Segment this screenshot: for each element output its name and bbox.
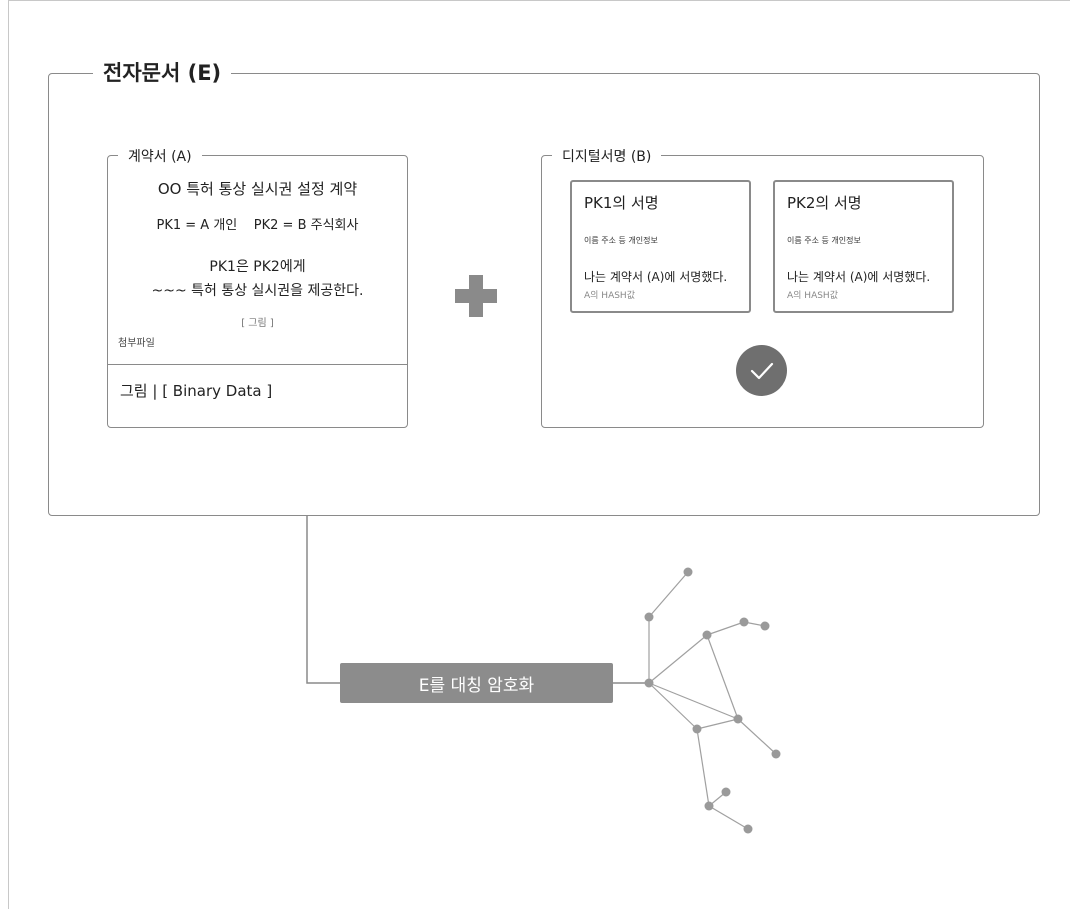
network-nodes [644, 567, 781, 834]
electronic-document-title: 전자문서 (E) [93, 57, 232, 87]
network-graph-icon [648, 571, 777, 830]
signature-title: PK1의 서명 [584, 194, 659, 212]
contract-clause-line1: PK1은 PK2에게 [209, 259, 306, 275]
figure-placeholder: [ 그림 ] [241, 318, 274, 329]
signature-info: 이름 주소 등 개인정보 [787, 236, 861, 245]
plus-icon [455, 275, 497, 317]
signature-card-pk2: PK2의 서명 이름 주소 등 개인정보 나는 계약서 (A)에 서명했다. A… [773, 180, 954, 313]
contract-divider [108, 364, 407, 365]
attachment-label: 첨부파일 [118, 338, 155, 349]
contract-legend: 계약서 (A) [118, 146, 202, 166]
contract-clause-line2: ~~~ 특허 통상 실시권을 제공한다. [151, 283, 364, 299]
digital-signature-box: 디지털서명 (B) PK1의 서명 이름 주소 등 개인정보 나는 계약서 (A… [541, 146, 984, 428]
symmetric-encryption-label: E를 대칭 암호화 [340, 663, 613, 703]
electronic-document-box: 전자문서 (E) [48, 57, 1040, 516]
contract-parties: PK1 = A 개인 PK2 = B 주식회사 [156, 218, 359, 233]
signature-info: 이름 주소 등 개인정보 [584, 236, 658, 245]
binary-data-row: 그림 | [ Binary Data ] [120, 382, 273, 400]
signature-statement: 나는 계약서 (A)에 서명했다. [787, 270, 931, 284]
contract-box: 계약서 (A) OO 특허 통상 실시권 설정 계약 PK1 = A 개인 PK… [107, 146, 408, 428]
signature-card-pk1: PK1의 서명 이름 주소 등 개인정보 나는 계약서 (A)에 서명했다. A… [570, 180, 751, 313]
signature-title: PK2의 서명 [787, 194, 862, 212]
symmetric-encryption-text: E를 대칭 암호화 [418, 675, 535, 696]
signature-hash: A의 HASH값 [584, 291, 635, 301]
signature-statement: 나는 계약서 (A)에 서명했다. [584, 270, 728, 284]
check-icon [736, 345, 787, 396]
signature-hash: A의 HASH값 [787, 291, 838, 301]
connector-line [306, 516, 649, 684]
digital-signature-legend: 디지털서명 (B) [552, 146, 662, 166]
contract-title: OO 특허 통상 실시권 설정 계약 [157, 180, 358, 198]
page-frame [8, 0, 1070, 909]
